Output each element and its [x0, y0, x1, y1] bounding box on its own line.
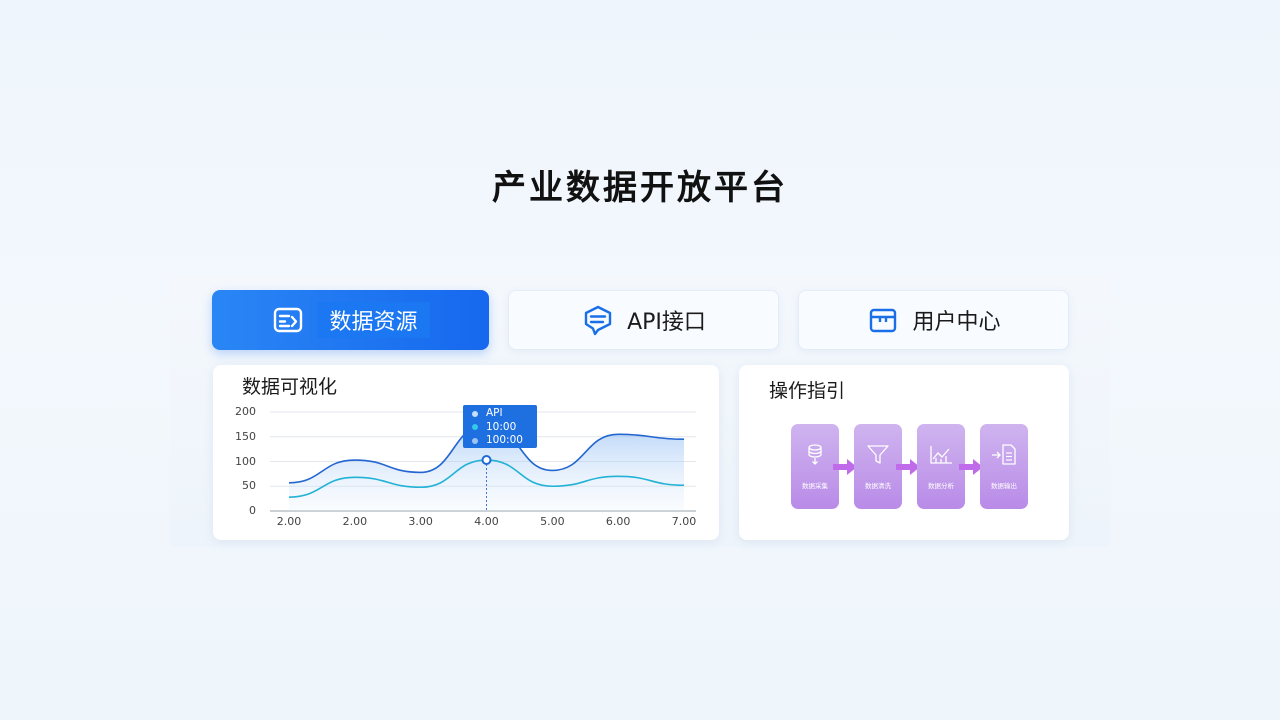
tab-label: 数据资源 [317, 302, 430, 338]
step-label: 数据分析 [928, 482, 954, 490]
arrow-right-icon [959, 459, 983, 475]
tooltip-series: API [486, 407, 503, 419]
tooltip-dot [472, 424, 478, 431]
guide-title: 操作指引 [769, 380, 846, 402]
tooltip-dot [472, 410, 478, 417]
line-chart-icon [930, 446, 952, 464]
visualization-title: 数据可视化 [242, 376, 338, 398]
chart-tooltip: API 10:00 100:00 [463, 405, 537, 448]
y-tick-label: 50 [242, 479, 256, 493]
x-tick-label: 2.00 [342, 515, 368, 528]
user-box-icon [870, 308, 897, 333]
x-tick-label: 2.00 [276, 515, 302, 528]
filter-funnel-icon [867, 445, 889, 464]
x-tick-label: 6.00 [605, 515, 631, 528]
step-analyze[interactable]: 数据分析 [917, 424, 965, 509]
database-download-icon [808, 444, 822, 465]
tooltip-time: 10:00 [486, 420, 517, 433]
step-output[interactable]: 数据输出 [980, 424, 1028, 509]
y-tick-label: 200 [235, 405, 256, 418]
tab-user-center[interactable]: 用户中心 [798, 290, 1069, 350]
document-export-icon [992, 444, 1016, 465]
step-label: 数据输出 [991, 482, 1017, 490]
x-tick-label: 4.00 [474, 515, 499, 528]
tab-label: API接口 [627, 310, 706, 335]
arrow-right-icon [896, 459, 920, 475]
step-clean[interactable]: 数据清洗 [854, 424, 902, 509]
x-tick-label: 5.00 [540, 515, 565, 528]
step-collect[interactable]: 数据采集 [791, 424, 839, 509]
tab-api[interactable]: API接口 [508, 290, 779, 350]
x-tick-label: 7.00 [671, 515, 697, 528]
step-label: 数据清洗 [865, 482, 891, 490]
page-title: 产业数据开放平台 [492, 168, 788, 208]
tooltip-value: 100:00 [486, 434, 523, 446]
step-label: 数据采集 [802, 482, 828, 490]
x-tick-label: 3.00 [408, 515, 433, 528]
y-tick-label: 100 [235, 454, 256, 468]
tab-data-resources[interactable]: 数据资源 [212, 290, 489, 350]
api-chat-icon [584, 305, 612, 336]
tooltip-dot [472, 437, 478, 444]
data-resource-icon [274, 307, 303, 333]
arrow-right-icon [833, 459, 857, 475]
y-tick-label: 0 [249, 504, 256, 517]
tab-label: 用户中心 [912, 310, 1001, 335]
y-tick-label: 150 [235, 429, 256, 443]
